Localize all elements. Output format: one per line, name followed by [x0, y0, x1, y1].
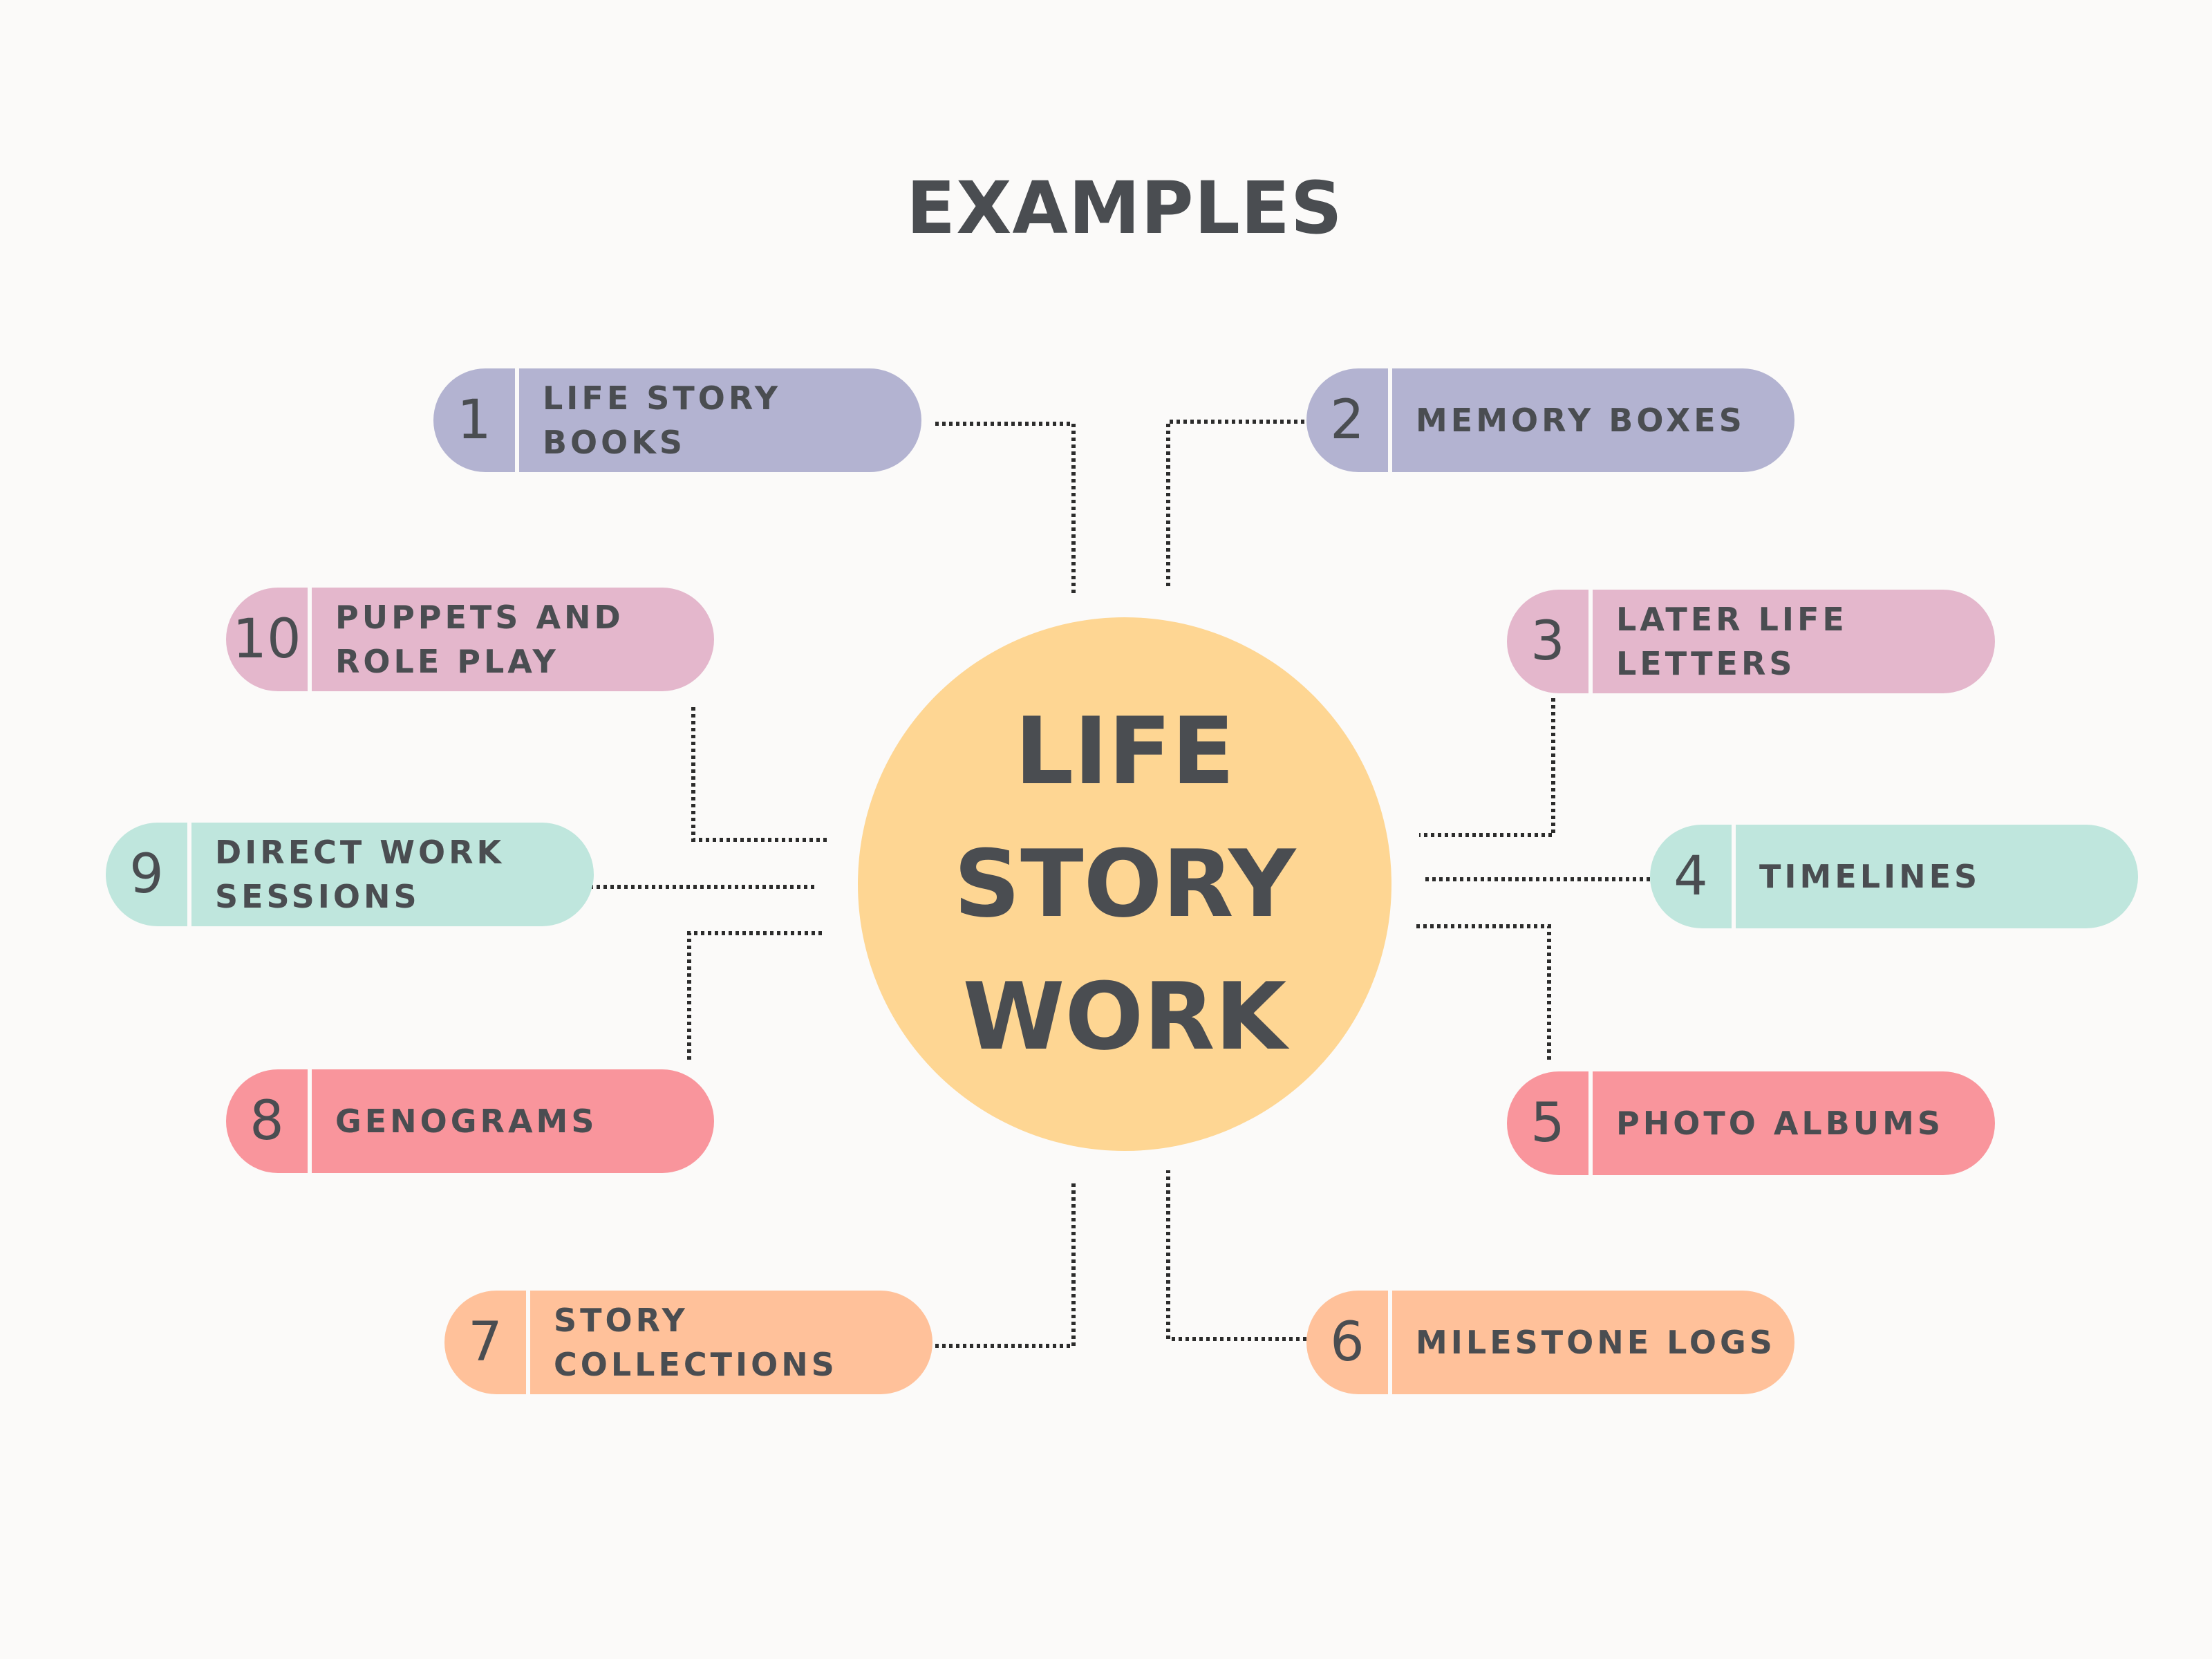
hub-line-2: STORY — [953, 830, 1296, 938]
connector-10 — [691, 707, 827, 842]
item-number: 1 — [457, 389, 491, 451]
hub-line-1: LIFE — [1014, 697, 1235, 805]
item-number: 10 — [232, 608, 301, 671]
example-item-5: 5 PHOTO ALBUMS — [1507, 1071, 1995, 1175]
item-number: 2 — [1330, 389, 1365, 451]
item-label: LIFE STORY BOOKS — [543, 379, 782, 461]
item-number: 4 — [1674, 845, 1708, 908]
item-label: STORY COLLECTIONS — [554, 1302, 838, 1383]
example-item-9: 9 DIRECT WORK SESSIONS — [106, 823, 594, 926]
item-label: MEMORY BOXES — [1416, 402, 1745, 439]
connector-5 — [1415, 924, 1551, 1060]
connector-1 — [935, 422, 1076, 594]
connector-7 — [935, 1180, 1076, 1348]
center-hub: LIFE STORY WORK — [858, 617, 1391, 1151]
connector-6 — [1166, 1170, 1306, 1341]
item-number: 9 — [129, 843, 164, 906]
connector-2 — [1166, 420, 1304, 588]
example-item-2: 2 MEMORY BOXES — [1306, 368, 1794, 472]
hub-label: LIFE STORY WORK — [954, 685, 1296, 1083]
hub-line-3: WORK — [962, 963, 1287, 1071]
item-number: 5 — [1530, 1092, 1565, 1154]
item-label: DIRECT WORK SESSIONS — [215, 834, 505, 915]
example-item-3: 3 LATER LIFE LETTERS — [1507, 590, 1995, 693]
example-item-7: 7 STORY COLLECTIONS — [444, 1291, 932, 1394]
item-label: LATER LIFE LETTERS — [1616, 601, 1848, 682]
example-item-4: 4 TIMELINES — [1650, 825, 2138, 928]
item-number: 7 — [468, 1311, 503, 1374]
example-item-10: 10 PUPPETS AND ROLE PLAY — [226, 588, 714, 691]
example-item-6: 6 MILESTONE LOGS — [1306, 1291, 1794, 1394]
item-label: PHOTO ALBUMS — [1616, 1105, 1944, 1142]
item-label: TIMELINES — [1759, 858, 1981, 895]
item-label: GENOGRAMS — [335, 1103, 598, 1140]
example-item-8: 8 GENOGRAMS — [226, 1069, 714, 1173]
connector-3 — [1419, 698, 1555, 837]
item-number: 6 — [1330, 1311, 1365, 1374]
connector-8 — [687, 931, 823, 1060]
item-number: 3 — [1530, 610, 1565, 673]
item-label: PUPPETS AND ROLE PLAY — [335, 599, 624, 680]
item-label: MILESTONE LOGS — [1416, 1324, 1776, 1361]
diagram-title: EXAMPLES — [906, 166, 1343, 250]
item-number: 8 — [250, 1090, 284, 1152]
example-item-1: 1 LIFE STORY BOOKS — [433, 368, 921, 472]
